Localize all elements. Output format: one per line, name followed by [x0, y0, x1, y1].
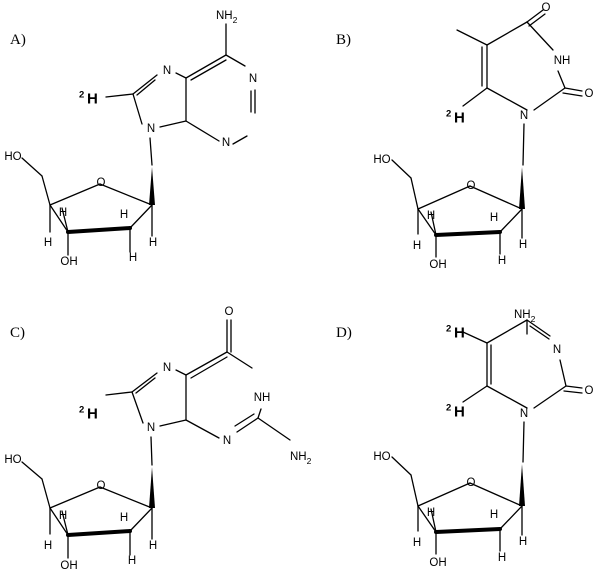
panel-c-n7: N [163, 362, 171, 374]
panel-c-h-2a: H [120, 512, 128, 524]
panel-d-o2: O [585, 385, 594, 397]
panel-c-h-3: H [44, 540, 52, 552]
panel-d-h-3: H [413, 537, 421, 549]
panel-c-ring-oxygen: O [97, 480, 106, 492]
panel-a: A) [4, 10, 257, 268]
panel-b-h-2b: H [498, 255, 506, 267]
panel-a-label: A) [10, 32, 26, 48]
panel-d-n1: N [520, 408, 528, 420]
panel-d-hydroxyl-3: OH [429, 557, 446, 569]
panel-d-ring-oxygen: O [467, 477, 476, 489]
panel-d-sugar-bonds [391, 456, 525, 555]
panel-b-n1: N [520, 110, 528, 122]
panel-b-o4: O [542, 2, 551, 14]
panel-c-n9: N [147, 422, 155, 434]
panel-c-label: C) [10, 325, 25, 341]
panel-d-h-2a: H [490, 509, 498, 521]
panel-c-h-4: H [59, 510, 67, 522]
panel-b-hydroxyl-3: OH [429, 259, 446, 271]
panel-d: D) [336, 309, 594, 569]
panel-c-nh: NH [254, 392, 271, 404]
panel-a-n7: N [163, 65, 171, 77]
panel-a-n1: N [249, 73, 257, 85]
panel-b: B) [336, 2, 594, 271]
panel-c-sugar-bonds [21, 461, 155, 559]
panel-a-hydroxyl-5: HO [4, 151, 21, 163]
panel-a-hydroxyl-3: OH [60, 256, 77, 268]
panel-b-base-bonds [456, 9, 583, 166]
panel-d-n3: N [553, 344, 561, 356]
panel-b-label: B) [336, 32, 351, 48]
panel-d-h-1: H [519, 536, 527, 548]
panel-b-hydroxyl-5: HO [373, 154, 390, 166]
panel-a-h-2b: H [129, 252, 137, 264]
panel-d-base-bonds [462, 319, 583, 463]
panel-c-base-bonds [105, 319, 291, 466]
panel-b-ring-oxygen: O [467, 180, 476, 192]
panel-b-h-2a: H [490, 212, 498, 224]
panel-a-sugar-bonds [21, 157, 155, 256]
panel-b-sugar-bonds [391, 159, 525, 258]
panel-a-ring-oxygen: O [97, 177, 106, 189]
panel-c-amine-label: NH2 [290, 451, 312, 466]
panel-b-o2: O [585, 88, 594, 100]
panel-b-h-1: H [519, 239, 527, 251]
panel-c-hydroxyl-5: HO [4, 454, 21, 466]
panel-c-o6: O [225, 306, 234, 318]
panel-a-h-2a: H [120, 209, 128, 221]
panel-b-h-4: H [427, 210, 435, 222]
panel-d-hydroxyl-5: HO [373, 451, 390, 463]
panel-a-h-1: H [149, 237, 157, 249]
panel-d-h-4: H [427, 507, 435, 519]
panel-c-h-1: H [149, 540, 157, 552]
panel-c: C) [4, 306, 311, 572]
panel-a-base-bonds [105, 23, 256, 166]
panel-a-n3: N [222, 137, 230, 149]
panel-a-n9: N [147, 123, 155, 135]
panel-d-h-2b: H [498, 552, 506, 564]
panel-a-h-4: H [59, 207, 67, 219]
panel-b-nh: NH [554, 55, 571, 67]
panel-a-h-3: H [44, 237, 52, 249]
panel-d-label: D) [336, 325, 352, 341]
panel-d-amine-label: NH2 [514, 309, 536, 324]
panel-a-amine-label: NH2 [216, 10, 238, 25]
panel-c-h-2b: H [128, 555, 136, 567]
panel-c-n3: N [223, 435, 231, 447]
panel-b-h-3: H [413, 240, 421, 252]
panel-c-hydroxyl-3: OH [60, 560, 77, 572]
